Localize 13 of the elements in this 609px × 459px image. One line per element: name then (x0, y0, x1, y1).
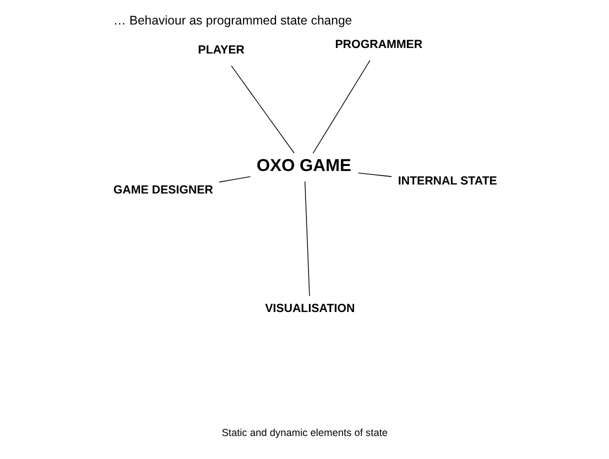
node-text: PROGRAMMER (334, 38, 422, 51)
connector (312, 60, 370, 154)
node-text: OXO GAME (256, 154, 351, 175)
connector (218, 176, 250, 182)
node-text: INTERNAL STATE (397, 174, 497, 188)
diagram-title: … Behaviour as programmed state change (112, 14, 352, 28)
connector (358, 172, 392, 177)
node-text: VISUALISATION (264, 302, 354, 316)
connector (304, 181, 310, 296)
node-text: PLAYER (197, 43, 244, 56)
node-text: GAME DESIGNER (112, 184, 213, 197)
connector (230, 65, 294, 154)
caption: Static and dynamic elements of state (221, 428, 388, 440)
